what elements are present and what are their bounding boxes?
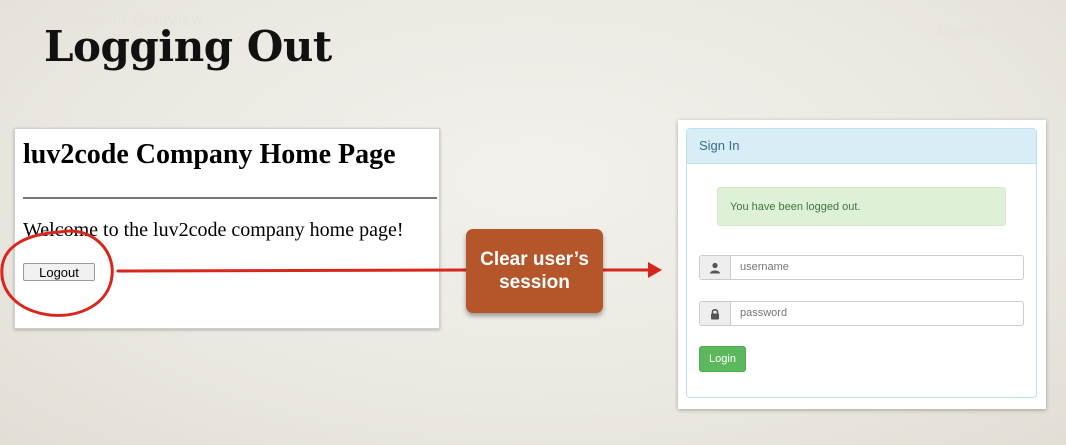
overlay-link: Перейти к заявке	[937, 24, 1058, 39]
divider	[23, 197, 437, 199]
home-page-heading: luv2code Company Home Page	[23, 139, 396, 170]
user-icon	[700, 256, 731, 279]
callout-line-1: Clear user’s	[480, 249, 589, 270]
clear-session-callout: Clear user’s session	[466, 229, 603, 313]
arrow-head-icon	[648, 262, 662, 278]
lock-icon	[700, 302, 731, 325]
password-input[interactable]	[740, 302, 1010, 325]
username-input[interactable]	[740, 256, 1010, 279]
home-page-panel: luv2code Company Home Page Welcome to th…	[14, 128, 440, 329]
password-group	[699, 301, 1024, 326]
signin-page-panel: Sign In You have been logged out. Login	[678, 120, 1046, 409]
video-title-overlay: Security - Logout Overview	[0, 11, 204, 29]
signin-heading: Sign In	[687, 129, 1036, 164]
username-group	[699, 255, 1024, 280]
login-button[interactable]: Login	[699, 346, 746, 372]
welcome-text: Welcome to the luv2code company home pag…	[23, 219, 404, 241]
logged-out-alert: You have been logged out.	[717, 187, 1006, 226]
callout-line-2: session	[499, 272, 570, 293]
logout-button[interactable]: Logout	[23, 263, 95, 281]
signin-box: Sign In You have been logged out. Login	[686, 128, 1037, 398]
slide-title: Logging Out	[44, 22, 332, 71]
